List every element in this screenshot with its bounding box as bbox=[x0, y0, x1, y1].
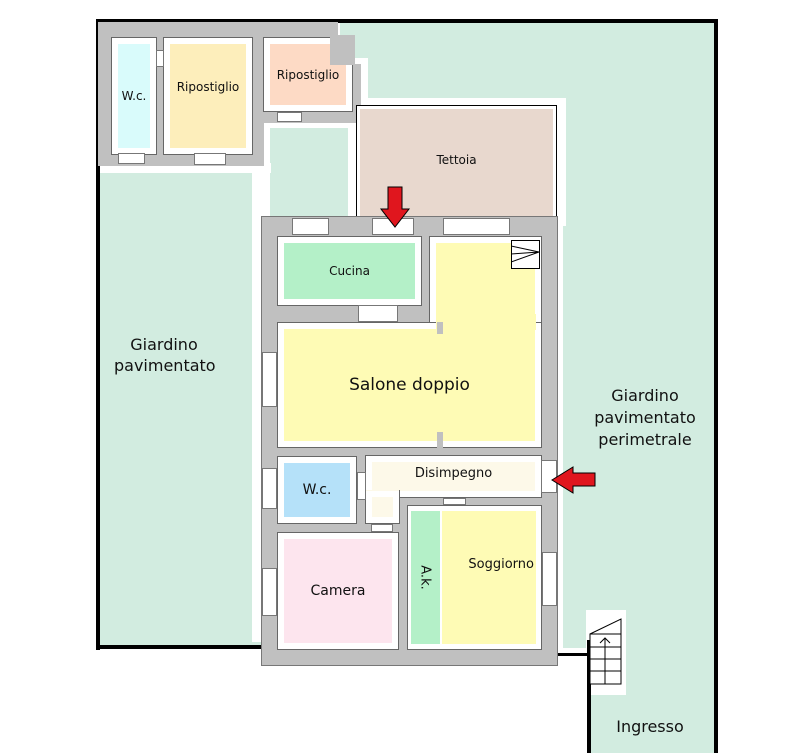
room-label: Disimpegno bbox=[414, 466, 493, 481]
room-disimpegno-lower bbox=[365, 490, 400, 524]
window bbox=[443, 218, 510, 235]
room-ripostiglio-1: Ripostiglio bbox=[163, 37, 253, 155]
label-line: Giardino bbox=[130, 335, 198, 354]
room-wc: W.c. bbox=[277, 456, 357, 524]
entry-arrow-down-icon bbox=[379, 186, 411, 228]
garden-margin bbox=[262, 122, 372, 128]
boundary-line bbox=[555, 653, 591, 656]
label-giardino-left: Giardino pavimentato bbox=[114, 334, 216, 376]
room-wc-annex: W.c. bbox=[111, 37, 157, 155]
room-label: Ripostiglio bbox=[176, 80, 240, 94]
label-line: Giardino bbox=[611, 386, 679, 405]
room-label: Camera bbox=[310, 583, 366, 599]
room-label: A.k. bbox=[418, 565, 433, 590]
label-ingresso: Ingresso bbox=[616, 717, 684, 736]
room-cucina: Cucina bbox=[277, 236, 422, 306]
boundary-line bbox=[587, 640, 591, 753]
room-salone: Salone doppio bbox=[277, 322, 542, 448]
entrance-door bbox=[541, 460, 557, 493]
window bbox=[262, 468, 277, 509]
room-label: Soggiorno bbox=[468, 557, 534, 572]
room-label: Salone doppio bbox=[349, 375, 470, 395]
room-label: Tettoia bbox=[436, 152, 477, 167]
wall-stub bbox=[437, 322, 443, 334]
label-line: pavimentato bbox=[114, 356, 216, 375]
room-salone-join bbox=[436, 314, 536, 330]
door bbox=[277, 112, 302, 122]
door bbox=[371, 524, 393, 532]
boundary-line bbox=[714, 19, 718, 753]
entrance-stairs-icon bbox=[589, 618, 622, 685]
room-label: Ripostiglio bbox=[276, 67, 340, 82]
label-line: pavimentato bbox=[594, 408, 696, 427]
window bbox=[542, 552, 557, 606]
window bbox=[118, 153, 145, 164]
garden-margin bbox=[553, 210, 563, 655]
door bbox=[357, 472, 366, 500]
room-label: W.c. bbox=[302, 482, 332, 498]
window bbox=[262, 568, 277, 616]
garden-margin bbox=[96, 163, 271, 173]
window bbox=[262, 352, 277, 407]
boundary-line bbox=[96, 645, 264, 649]
window bbox=[292, 218, 329, 235]
room-ak: A.k. bbox=[411, 511, 440, 644]
door bbox=[194, 153, 226, 165]
boundary-line bbox=[96, 19, 100, 650]
label-line: perimetrale bbox=[598, 430, 692, 449]
room-soggiorno: Soggiorno bbox=[442, 511, 536, 644]
entry-arrow-left-icon bbox=[551, 466, 596, 494]
annex-walls bbox=[330, 35, 355, 65]
room-camera: Camera bbox=[277, 532, 399, 650]
boundary-line bbox=[96, 19, 717, 23]
door bbox=[358, 305, 398, 322]
door bbox=[443, 498, 466, 505]
label-giardino-right: Giardino pavimentato perimetrale bbox=[580, 385, 710, 451]
stairs-icon bbox=[511, 240, 540, 269]
wall-stub bbox=[437, 432, 443, 448]
room-label: Cucina bbox=[329, 264, 370, 278]
room-label: W.c. bbox=[121, 89, 147, 103]
door bbox=[156, 50, 164, 67]
